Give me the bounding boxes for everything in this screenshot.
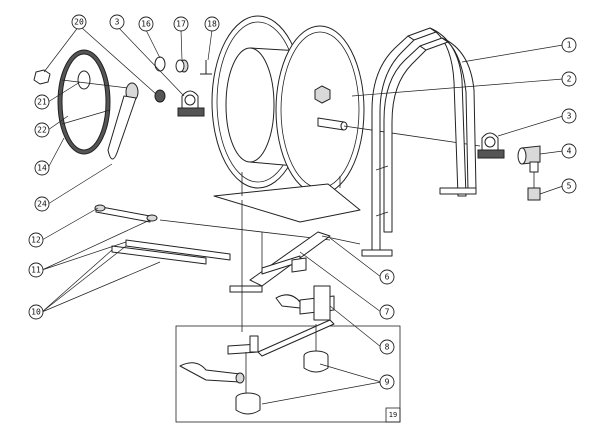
lower-tubes <box>94 204 331 265</box>
balloon-3-left: 3 <box>109 14 125 30</box>
svg-text:16: 16 <box>141 20 151 29</box>
balloon-1: 1 <box>561 37 577 53</box>
balloon-12: 12 <box>28 232 44 248</box>
svg-text:9: 9 <box>385 378 390 387</box>
balloon-14: 14 <box>34 160 50 176</box>
large-sprocket <box>57 49 129 155</box>
svg-text:1: 1 <box>567 41 572 50</box>
svg-text:7: 7 <box>385 308 390 317</box>
balloon-2: 2 <box>561 71 577 87</box>
balloon-5: 5 <box>561 178 577 194</box>
svg-text:6: 6 <box>385 273 390 282</box>
leader-lines <box>41 25 564 405</box>
svg-text:3: 3 <box>567 112 572 121</box>
balloon-20: 20 <box>71 14 87 30</box>
reel-drum <box>211 15 365 195</box>
support-plate <box>213 172 361 223</box>
svg-text:2: 2 <box>567 75 572 84</box>
svg-text:21: 21 <box>37 98 47 107</box>
drive-belt <box>107 82 139 160</box>
balloon-22: 22 <box>34 122 50 138</box>
svg-text:10: 10 <box>31 308 41 317</box>
svg-text:5: 5 <box>567 182 572 191</box>
frame-label: 19 <box>389 411 397 419</box>
balloon-7: 7 <box>379 304 395 320</box>
balloon-17: 17 <box>173 16 189 32</box>
svg-text:3: 3 <box>115 18 120 27</box>
svg-text:8: 8 <box>385 343 390 352</box>
svg-text:18: 18 <box>207 20 217 29</box>
lower-bracket <box>229 200 361 332</box>
balloon-10: 10 <box>28 304 44 320</box>
svg-text:20: 20 <box>74 18 84 27</box>
svg-text:14: 14 <box>37 164 47 173</box>
balloon-6: 6 <box>379 269 395 285</box>
elbow-fitting <box>527 172 541 201</box>
tubular-frame <box>361 27 477 257</box>
balloon-24: 24 <box>34 196 50 212</box>
svg-text:22: 22 <box>37 126 47 135</box>
pillow-block-right <box>477 132 505 159</box>
balloon-11: 11 <box>28 262 44 278</box>
part-balloons: 20 3 16 17 18 21 22 14 24 1 2 3 4 5 12 1… <box>28 14 577 390</box>
svg-text:24: 24 <box>37 200 47 209</box>
balloon-21: 21 <box>34 94 50 110</box>
svg-text:12: 12 <box>31 236 41 245</box>
small-hardware <box>33 56 212 103</box>
svg-text:4: 4 <box>567 147 572 156</box>
pillow-block-left <box>177 90 205 117</box>
rotary-joint <box>517 145 541 173</box>
balloon-18: 18 <box>204 16 220 32</box>
balloon-8: 8 <box>379 339 395 355</box>
detail-frame: 19 <box>175 319 401 423</box>
balloon-16: 16 <box>138 16 154 32</box>
balloon-3-right: 3 <box>561 108 577 124</box>
balloon-9: 9 <box>379 374 395 390</box>
svg-text:11: 11 <box>31 266 41 275</box>
balloon-4: 4 <box>561 143 577 159</box>
svg-text:17: 17 <box>176 20 186 29</box>
